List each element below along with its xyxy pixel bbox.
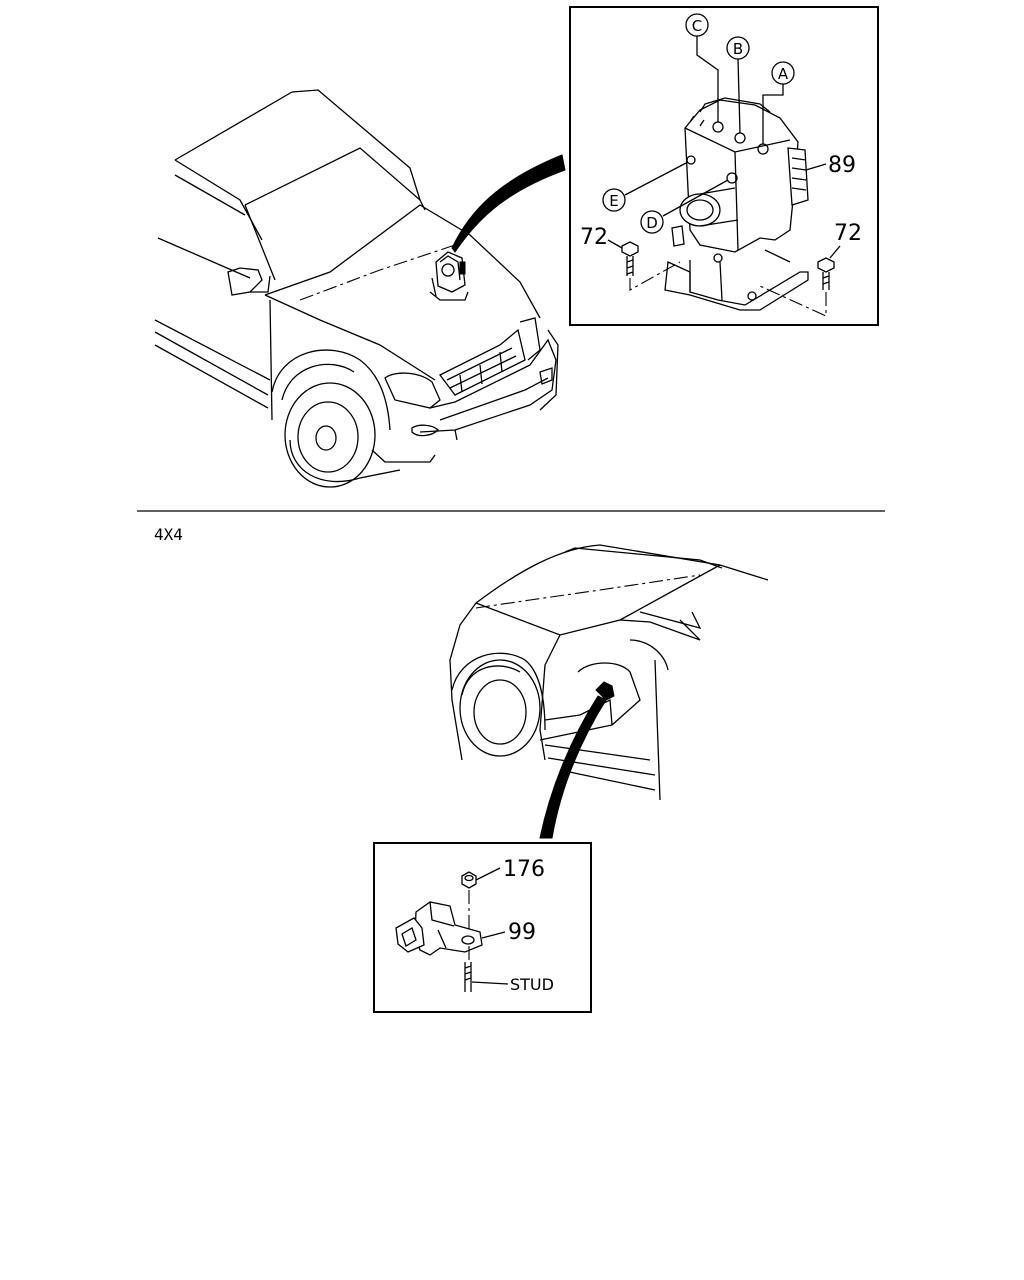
svg-text:E: E bbox=[609, 192, 618, 210]
nut-176 bbox=[461, 867, 501, 930]
bolt-72-right bbox=[759, 257, 835, 317]
label-176: 176 bbox=[503, 857, 545, 882]
g-sensor-99 bbox=[395, 901, 506, 956]
svg-text:D: D bbox=[646, 214, 658, 232]
callout-c: C bbox=[685, 13, 719, 122]
label-stud: STUD bbox=[510, 975, 554, 994]
svg-text:B: B bbox=[733, 40, 743, 58]
abs-unit-inset: C B A E D 89 72 72 bbox=[569, 6, 879, 326]
g-sensor-inset: 176 99 STUD bbox=[373, 842, 592, 1013]
leader-72-left bbox=[607, 239, 623, 249]
label-99: 99 bbox=[508, 920, 536, 945]
section-label-4x4: 4X4 bbox=[154, 525, 183, 544]
stud bbox=[464, 946, 509, 992]
svg-text:A: A bbox=[778, 65, 789, 83]
vehicle-rear-quarter-view bbox=[449, 544, 769, 801]
label-72-right: 72 bbox=[834, 221, 862, 246]
abs-hydraulic-unit bbox=[664, 97, 809, 311]
callout-a: A bbox=[762, 61, 795, 144]
inset-frame-top bbox=[569, 6, 879, 326]
leader-89 bbox=[805, 163, 827, 171]
bolt-72-left bbox=[621, 241, 681, 291]
vehicle-front-view bbox=[154, 89, 559, 488]
inset-frame-bottom bbox=[373, 842, 592, 1013]
abs-unit-small bbox=[429, 251, 469, 301]
svg-text:C: C bbox=[692, 17, 702, 35]
callout-b: B bbox=[726, 36, 750, 134]
leader-72-right bbox=[829, 245, 841, 259]
label-89: 89 bbox=[828, 153, 856, 178]
leader-sensor-to-inset bbox=[539, 695, 607, 839]
leader-abs-to-inset bbox=[451, 154, 566, 253]
callout-d: D bbox=[640, 179, 729, 234]
label-72-left: 72 bbox=[580, 225, 608, 250]
callout-e: E bbox=[602, 161, 689, 212]
